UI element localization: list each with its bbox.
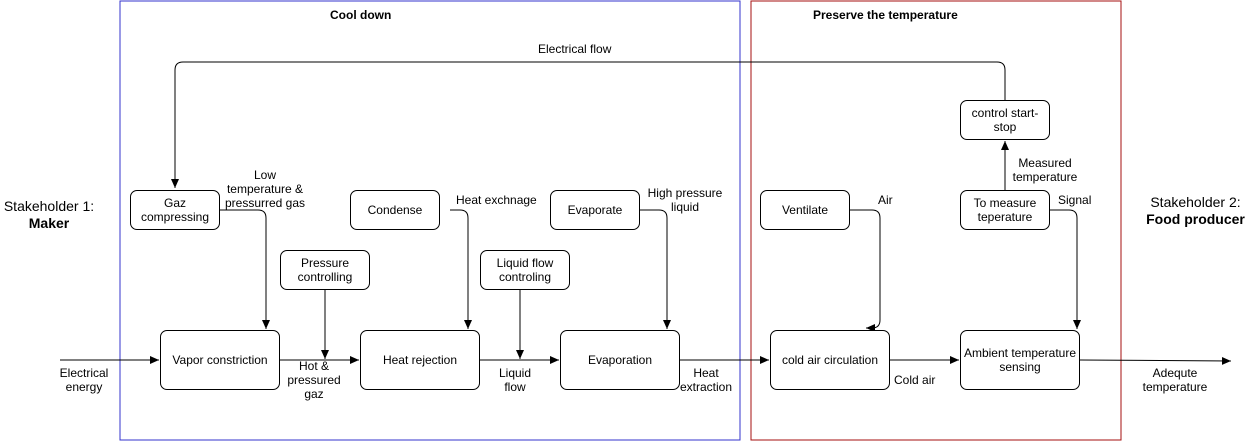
group-title-preserve: Preserve the temperature	[813, 8, 958, 22]
label-electrical-flow: Electrical flow	[538, 42, 612, 56]
stakeholder-maker-name: Maker	[28, 215, 70, 231]
stakeholder-food-producer-line1: Stakeholder 2:	[1150, 194, 1241, 210]
box-ambient-temperature-sensing[interactable]: Ambient temperature sensing	[960, 330, 1080, 390]
label-electrical-energy: Electrical energy	[59, 366, 109, 394]
box-ventilate[interactable]: Ventilate	[760, 190, 850, 230]
label-heat-extraction: Heat extraction	[679, 366, 733, 394]
label-hot-pressured-gaz: Hot & pressured gaz	[287, 359, 341, 401]
group-title-cool-down: Cool down	[330, 8, 392, 22]
box-cold-air-circulation[interactable]: cold air circulation	[770, 330, 890, 390]
box-vapor-constriction[interactable]: Vapor constriction	[160, 330, 280, 390]
box-gaz-compressing[interactable]: Gaz compressing	[130, 190, 220, 230]
label-low-temp-gas: Low temperature & pressurred gas	[224, 168, 306, 210]
arrow-signal	[1050, 209, 1081, 329]
arrow-high-pressure-liquid	[640, 209, 671, 329]
label-adequate-temperature: Adequte temperature	[1142, 366, 1208, 394]
box-heat-rejection[interactable]: Heat rejection	[360, 330, 480, 390]
box-condense[interactable]: Condense	[350, 190, 440, 230]
arrow-low-temp-gas	[220, 209, 270, 329]
stakeholder-food-producer: Stakeholder 2: Food producer	[1140, 194, 1251, 228]
stakeholder-maker: Stakeholder 1: Maker	[0, 198, 98, 232]
label-heat-exchange: Heat exchnage	[456, 193, 537, 207]
arrow-adequate-temperature	[1079, 356, 1232, 365]
box-to-measure-temperature[interactable]: To measure teperature	[960, 190, 1050, 230]
label-measured-temperature: Measured temperature	[1012, 156, 1078, 184]
arrow-air	[850, 209, 881, 332]
group-preserve-frame	[750, 0, 1122, 441]
label-signal: Signal	[1058, 193, 1092, 207]
label-air: Air	[878, 193, 893, 207]
box-pressure-controlling[interactable]: Pressure controlling	[280, 250, 370, 290]
label-high-pressure-liquid: High pressure liquid	[647, 186, 723, 214]
stakeholder-food-producer-name: Food producer	[1146, 211, 1245, 227]
box-evaporate[interactable]: Evaporate	[550, 190, 640, 230]
group-cool-down-frame	[119, 0, 741, 441]
arrow-heat-exchange	[450, 209, 472, 329]
box-liquid-flow-controlling[interactable]: Liquid flow controling	[480, 250, 570, 290]
box-control-start-stop[interactable]: control start- stop	[960, 100, 1050, 140]
label-liquid-flow: Liquid flow	[498, 366, 532, 394]
arrow-electrical-flow	[171, 61, 1006, 188]
stakeholder-maker-line1: Stakeholder 1:	[3, 198, 95, 214]
box-evaporation[interactable]: Evaporation	[560, 330, 680, 390]
label-cold-air: Cold air	[894, 373, 936, 387]
